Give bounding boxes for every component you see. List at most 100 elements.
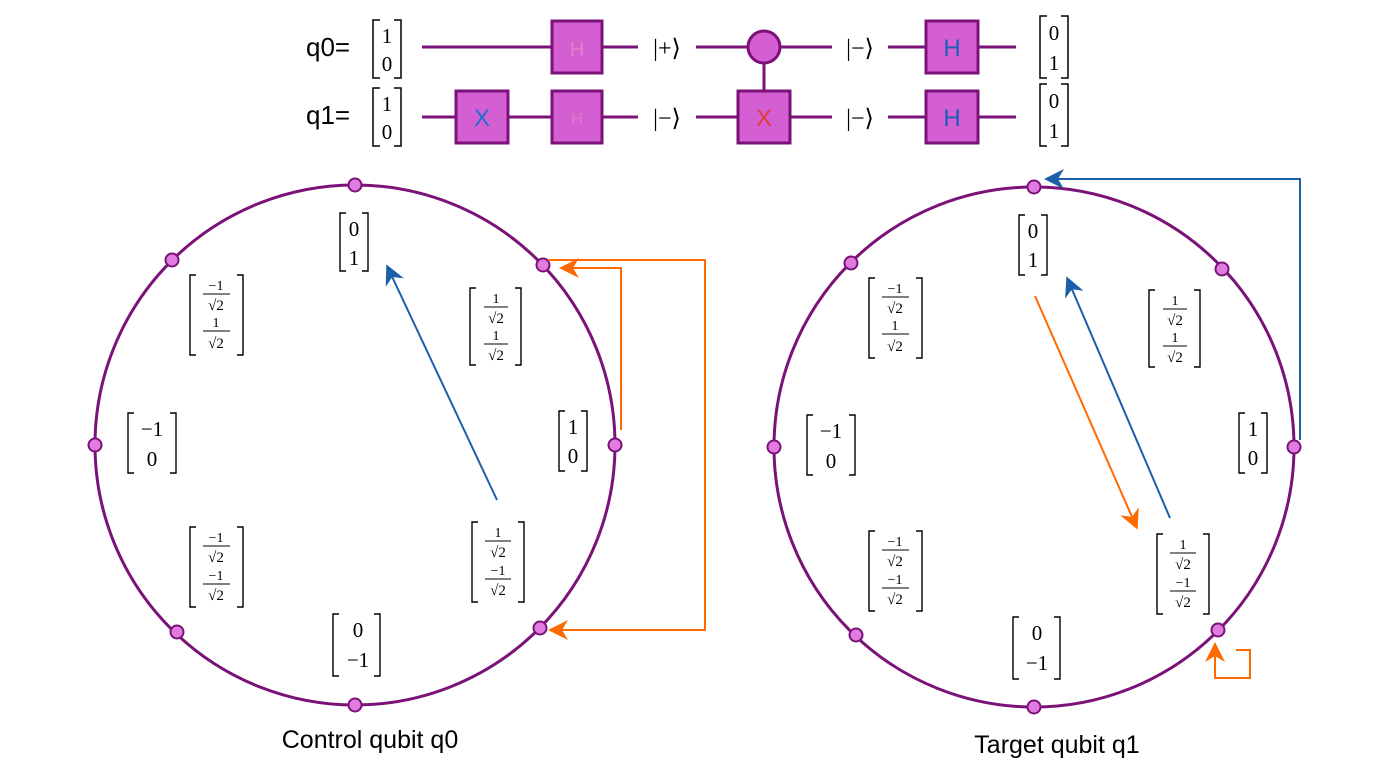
cnot-target-label: X bbox=[756, 105, 772, 132]
q1-final-top: 0 bbox=[1049, 89, 1060, 113]
right-dot-bottom-right bbox=[1210, 622, 1226, 638]
right-dot-left bbox=[766, 439, 782, 455]
left-state-top: 0 1 bbox=[339, 212, 369, 272]
svg-text:1: 1 bbox=[495, 526, 502, 541]
right-dot-top bbox=[1026, 179, 1042, 195]
left-orange-arrow-bottom bbox=[548, 259, 706, 640]
svg-text:1: 1 bbox=[1248, 417, 1259, 441]
left-state-diag-top-left: −1 √2 1 √2 bbox=[189, 274, 244, 356]
right-dot-bottom-left bbox=[848, 627, 864, 643]
left-dot-left bbox=[87, 437, 103, 453]
svg-text:−1: −1 bbox=[141, 417, 163, 441]
right-state-top: 0 1 bbox=[1018, 214, 1048, 276]
left-dot-bottom-right bbox=[532, 620, 548, 636]
svg-text:1: 1 bbox=[1172, 331, 1179, 346]
left-state-diag-top-right: 1 √2 1 √2 bbox=[469, 287, 522, 366]
right-orange-self-loop bbox=[1205, 642, 1251, 679]
q0-initial-vector: 1 0 bbox=[372, 19, 402, 79]
h-gate-q1-final-label: H bbox=[943, 105, 960, 132]
svg-text:−1: −1 bbox=[888, 282, 903, 297]
q0-final-bottom: 1 bbox=[1049, 51, 1060, 75]
svg-text:−1: −1 bbox=[209, 279, 224, 294]
left-dot-bottom-left bbox=[169, 624, 185, 640]
left-dot-right bbox=[607, 437, 623, 453]
svg-text:−1: −1 bbox=[888, 573, 903, 588]
svg-text:√2: √2 bbox=[490, 583, 506, 599]
left-orange-arrow-top bbox=[559, 258, 622, 430]
cnot-control-dot bbox=[746, 29, 782, 65]
svg-text:0: 0 bbox=[353, 618, 364, 642]
q1-final-bottom: 1 bbox=[1049, 119, 1060, 143]
svg-text:√2: √2 bbox=[208, 550, 224, 566]
left-caption: Control qubit q0 bbox=[282, 726, 459, 754]
h-gate-q1-first-label: H bbox=[571, 111, 583, 128]
q1-label: q1= bbox=[306, 100, 350, 130]
quantum-circuit: q0= 1 0 q1= 1 0 bbox=[306, 15, 1069, 147]
h-gate-q1-final: H bbox=[924, 89, 980, 145]
svg-text:0: 0 bbox=[826, 449, 837, 473]
h-gate-q0-final: H bbox=[924, 19, 980, 75]
q0-init-bottom: 0 bbox=[382, 52, 393, 76]
svg-text:1: 1 bbox=[568, 415, 579, 439]
q1-initial-vector: 1 0 bbox=[372, 87, 402, 147]
svg-text:1: 1 bbox=[1180, 538, 1187, 553]
control-qubit-circle: 0 1 1 0 0 −1 −1 0 1 √2 1 bbox=[87, 177, 706, 754]
right-blue-arrow-up bbox=[1065, 276, 1171, 519]
q0-final-vector: 0 1 bbox=[1039, 15, 1069, 79]
svg-text:√2: √2 bbox=[887, 592, 903, 608]
q1-state-after-h: |−⟩ bbox=[653, 106, 681, 132]
left-blue-arrow bbox=[385, 264, 498, 501]
svg-text:√2: √2 bbox=[208, 336, 224, 352]
cnot-gate: X bbox=[736, 29, 792, 145]
svg-text:√2: √2 bbox=[208, 588, 224, 604]
left-state-left: −1 0 bbox=[127, 412, 177, 474]
left-dot-top-right bbox=[535, 257, 551, 273]
x-gate-q1: X bbox=[454, 89, 510, 145]
q1-init-bottom: 0 bbox=[382, 120, 393, 144]
right-dot-right bbox=[1286, 439, 1302, 455]
svg-text:1: 1 bbox=[892, 319, 899, 334]
svg-text:√2: √2 bbox=[1175, 557, 1191, 573]
svg-text:√2: √2 bbox=[1167, 350, 1183, 366]
cnot-target-box bbox=[736, 89, 792, 145]
svg-text:−1: −1 bbox=[209, 531, 224, 546]
h-gate-q0-first: H bbox=[550, 19, 604, 75]
right-state-diag-top-right: 1 √2 1 √2 bbox=[1148, 289, 1201, 368]
left-state-right: 1 0 bbox=[558, 410, 588, 472]
svg-text:1: 1 bbox=[493, 292, 500, 307]
svg-text:−1: −1 bbox=[820, 419, 842, 443]
q0-state-after-h: |+⟩ bbox=[653, 36, 681, 62]
left-state-diag-bottom-right: 1 √2 −1 √2 bbox=[471, 521, 525, 603]
svg-text:√2: √2 bbox=[887, 301, 903, 317]
h-gate-q0-final-label: H bbox=[943, 35, 960, 62]
right-state-right: 1 0 bbox=[1238, 412, 1268, 474]
left-state-diag-bottom-left: −1 √2 −1 √2 bbox=[189, 526, 244, 608]
right-blue-arrow-outer bbox=[1044, 169, 1301, 440]
svg-text:−1: −1 bbox=[491, 564, 506, 579]
h-gate-q1-first: H bbox=[550, 89, 604, 145]
svg-text:√2: √2 bbox=[488, 348, 504, 364]
svg-text:0: 0 bbox=[1028, 219, 1039, 243]
right-state-diag-bottom-right: 1 √2 −1 √2 bbox=[1156, 533, 1210, 615]
svg-text:−1: −1 bbox=[888, 535, 903, 550]
left-state-bottom: 0 −1 bbox=[332, 613, 381, 677]
svg-text:1: 1 bbox=[493, 329, 500, 344]
q0-label: q0= bbox=[306, 32, 350, 62]
right-dot-top-right bbox=[1214, 261, 1230, 277]
svg-text:−1: −1 bbox=[1026, 651, 1048, 675]
svg-text:0: 0 bbox=[1248, 446, 1259, 470]
left-dot-bottom bbox=[347, 697, 363, 713]
x-gate-label: X bbox=[474, 105, 490, 132]
svg-text:1: 1 bbox=[349, 246, 360, 270]
q1-init-top: 1 bbox=[382, 92, 393, 116]
target-qubit-circle: 0 1 1 0 0 −1 −1 0 1 √2 1 bbox=[766, 169, 1302, 759]
svg-text:√2: √2 bbox=[208, 298, 224, 314]
left-dot-top-left bbox=[164, 252, 180, 268]
svg-text:−1: −1 bbox=[1176, 576, 1191, 591]
svg-text:√2: √2 bbox=[887, 339, 903, 355]
right-dot-top-left bbox=[843, 255, 859, 271]
svg-text:0: 0 bbox=[1032, 621, 1043, 645]
right-state-diag-top-left: −1 √2 1 √2 bbox=[868, 277, 923, 359]
svg-text:1: 1 bbox=[1028, 248, 1039, 272]
svg-text:−1: −1 bbox=[347, 648, 369, 672]
